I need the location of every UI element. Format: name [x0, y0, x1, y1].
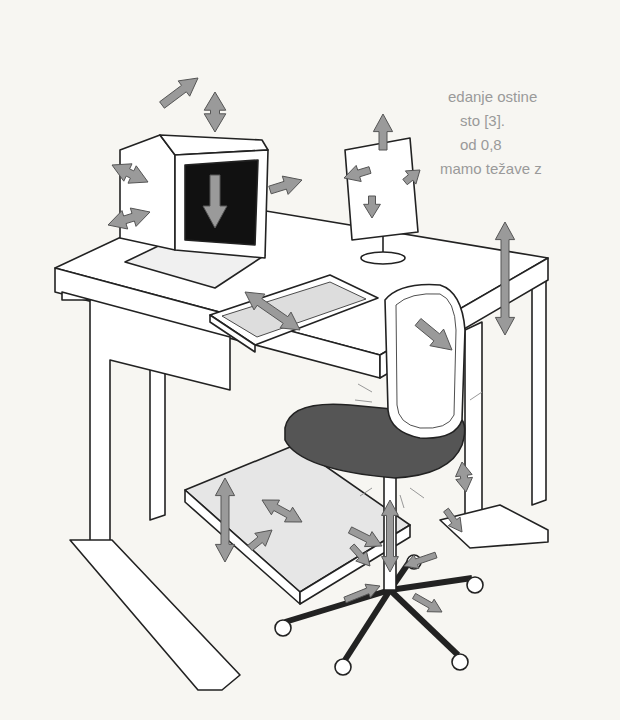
adjustment-arrow — [444, 508, 462, 532]
adjustment-arrow — [204, 92, 226, 132]
adjustment-arrow — [364, 196, 381, 218]
chair-base — [275, 555, 483, 675]
adjustment-arrow — [413, 593, 443, 612]
faded-text: sto [3]. — [460, 112, 505, 129]
faded-text: od 0,8 — [460, 136, 502, 153]
adjustment-arrow — [203, 175, 227, 228]
holder-base — [361, 252, 405, 264]
adjustment-arrow — [403, 170, 420, 185]
chair-back-inner — [396, 294, 456, 429]
adjustment-arrow — [373, 114, 392, 150]
faded-text: mamo težave z — [440, 160, 542, 177]
adjustment-arrow — [348, 527, 382, 547]
adjustment-arrows — [108, 78, 515, 612]
adjustment-arrow — [215, 478, 234, 562]
document-holder — [345, 138, 418, 240]
adjustment-arrow — [108, 208, 150, 229]
monitor-screen — [185, 160, 258, 245]
adjustment-arrow — [404, 552, 437, 568]
desk-leg — [465, 322, 482, 528]
adjustment-arrow — [262, 500, 302, 522]
monitor-front — [175, 150, 268, 258]
adjustment-arrow — [495, 222, 514, 335]
adjustment-arrow — [344, 165, 371, 181]
adjustment-arrow — [456, 462, 473, 492]
chair-back — [385, 285, 465, 439]
motion-rays — [355, 384, 482, 508]
desk-leg — [532, 262, 546, 505]
desk-foot — [440, 505, 548, 548]
keyboard-keys — [222, 282, 366, 337]
monitor-case — [120, 135, 175, 250]
adjustment-arrow — [160, 78, 198, 108]
adjustment-arrow — [350, 544, 370, 566]
adjustment-arrow — [382, 500, 399, 572]
desk-foot — [70, 540, 240, 690]
adjustment-arrow — [415, 319, 452, 351]
adjustment-arrow — [269, 176, 302, 194]
desk-leg — [62, 292, 230, 545]
adjustment-arrow — [112, 164, 148, 183]
adjustment-arrow — [245, 292, 300, 330]
adjustment-arrow — [344, 584, 380, 603]
adjustment-arrow — [248, 530, 272, 551]
faded-text: edanje ostine — [448, 88, 537, 105]
